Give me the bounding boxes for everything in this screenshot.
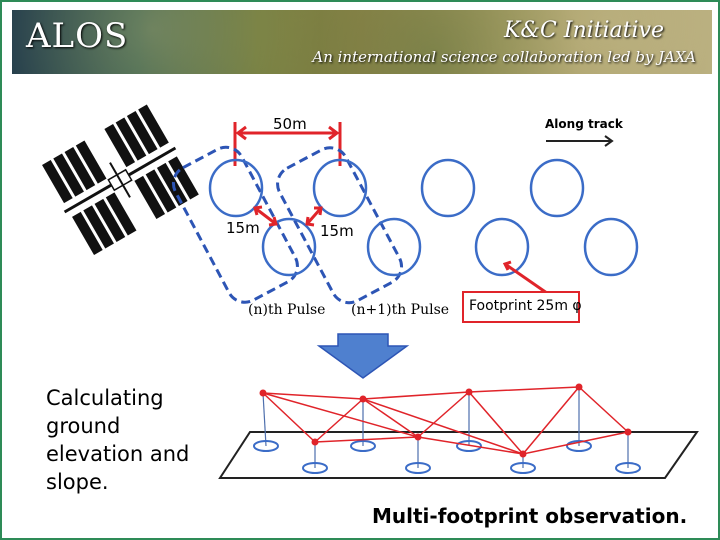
footprint-circle	[312, 158, 368, 218]
footprint-circles	[208, 158, 639, 277]
down-arrow-icon	[316, 333, 410, 379]
side-text: Calculating ground elevation and slope.	[46, 386, 190, 494]
footprint-circle	[208, 158, 264, 218]
pulse-group-n	[171, 145, 299, 304]
elevation-points	[259, 383, 632, 458]
pulse-n-label: (n)th Pulse	[248, 302, 326, 318]
elevation-network	[262, 386, 629, 455]
header-banner: ALOS K&C Initiative An international sci…	[12, 10, 712, 74]
footprint-circle	[474, 217, 530, 277]
footprint-circle	[529, 158, 585, 218]
spacing-label: 50m	[273, 115, 307, 133]
along-track-arrow	[546, 135, 614, 147]
pulse-group-n1	[276, 146, 404, 305]
satellite-icon	[42, 104, 199, 256]
spacing-measure	[233, 122, 342, 166]
offset-left-label: 15m	[226, 219, 260, 237]
banner-left-title: ALOS	[26, 16, 129, 56]
pulse-n1-label: (n+1)th Pulse	[351, 302, 450, 318]
banner-tagline: An international science collaboration l…	[312, 48, 696, 66]
ground-footprints	[253, 440, 641, 474]
footprint-circle	[420, 158, 476, 218]
offset-arrows	[253, 205, 323, 227]
footprint-circle	[583, 217, 639, 277]
banner-right-title: K&C Initiative	[503, 18, 664, 43]
figure-caption: Multi-footprint observation.	[372, 504, 688, 528]
along-track-label: Along track	[545, 117, 623, 131]
banner-texture	[12, 10, 712, 74]
ground-plane	[218, 431, 699, 479]
footprint-label-box	[462, 291, 580, 323]
footprint-label: Footprint 25m φ	[469, 298, 582, 314]
footprint-circle	[366, 217, 422, 277]
offset-right-label: 15m	[320, 222, 354, 240]
footprint-circle	[261, 217, 317, 277]
